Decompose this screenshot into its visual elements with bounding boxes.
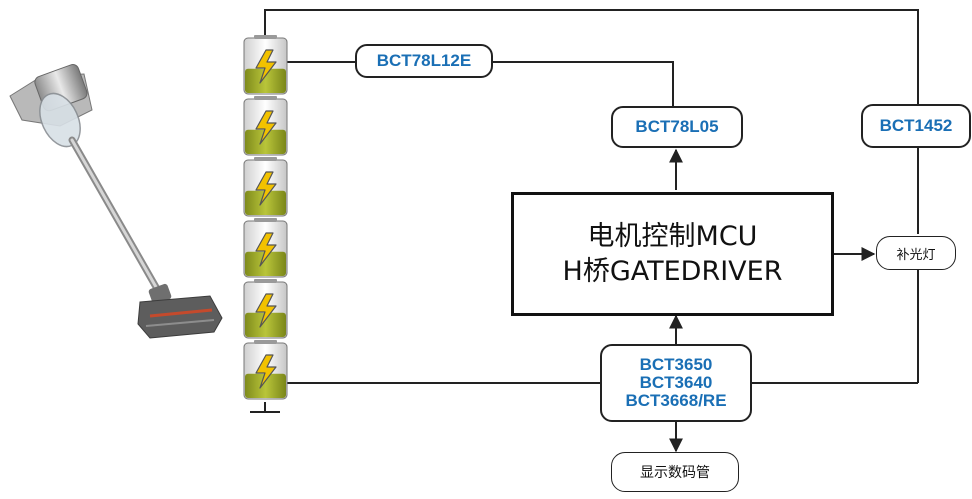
battery-pack [243,35,288,400]
battery-cell [243,96,288,156]
mcu-block: 电机控制MCU H桥GATEDRIVER [511,192,834,316]
lightning-bolt-icon [255,354,277,389]
wire-battery-top-to-bct1452 [264,9,919,104]
fill-light-node: 补光灯 [876,236,956,270]
bct3640-label: BCT3640 [639,373,713,393]
battery-cell [243,279,288,339]
battery-cell [243,157,288,217]
vacuum-cleaner-image [9,64,223,339]
gate-driver-title: H桥GATEDRIVER [562,256,783,287]
battery-cell [243,340,288,400]
bct3668-label: BCT3668/RE [625,390,727,410]
mcu-title: 电机控制MCU [587,220,758,252]
battery-cell [243,35,288,95]
lightning-bolt-icon [255,110,277,145]
battery-cell [243,218,288,278]
bct3650-label: BCT3650 [639,355,713,375]
bct78l12e-chip: BCT78L12E [355,44,493,78]
lightning-bolt-icon [255,293,277,328]
display-node: 显示数码管 [611,452,739,492]
controller-chip-group: BCT3650 BCT3640 BCT3668/RE [600,344,752,422]
lightning-bolt-icon [255,49,277,84]
wire-bct78l12e-to-bct78l05 [493,61,674,106]
lightning-bolt-icon [255,232,277,267]
bct78l05-chip: BCT78L05 [611,106,743,148]
bct1452-chip: BCT1452 [861,104,971,148]
lightning-bolt-icon [255,171,277,206]
wiring [250,9,919,453]
